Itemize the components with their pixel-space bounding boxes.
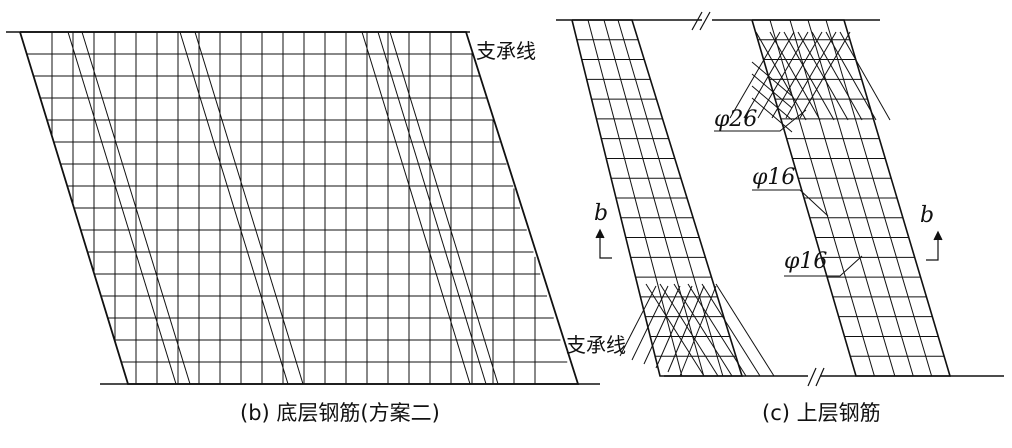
diameter-16-label-lower: φ16 [784,249,827,274]
break-mark [815,367,825,387]
rebar-skew [194,31,304,385]
rebar-skew [179,31,289,385]
rebar-diagonal [667,285,705,373]
rebar-diagonal [799,31,851,119]
rebar-diagonal [755,31,807,121]
rebar-skew [825,19,933,377]
rebar-diagonal [673,283,733,377]
rebar-skew [807,19,914,377]
diameter-26-label: φ26 [714,107,757,132]
caption-right: (c) 上层钢筋 [762,401,881,425]
arrowhead-left [595,228,605,239]
rebar-diagonal [645,283,705,377]
rebar-skew [617,19,724,377]
leader-dia16-upper [752,189,829,217]
rebar-diagonal [687,283,747,377]
section-arrow-left [599,232,612,259]
leader-dia16-lower [784,255,863,277]
rebar-diagonal [769,31,821,121]
line-work [6,11,1004,387]
rebar-skew [67,31,177,385]
rebar-diagonal [757,31,809,119]
rebar-diagonal [771,31,823,119]
section-mark-left: b [594,201,608,226]
diameter-16-label-upper: φ16 [752,165,795,190]
rebar-diagonal [643,285,681,365]
rebar-diagonal [743,31,795,119]
rebar-diagonal [619,285,657,357]
section-mark-right: b [920,203,934,228]
rebar-skew [377,31,487,385]
break-mark [699,11,711,31]
rebar-diagonal [631,285,669,361]
rebar-skew [789,19,896,377]
rebar-skew [603,19,705,377]
rebar-diagonal [751,85,793,121]
rebar-diagonal [655,285,693,369]
rebar-diagonal [751,73,793,109]
section-arrow-right [926,234,939,261]
rebar-diagonal [729,31,781,119]
rebar-skew [361,31,471,385]
break-mark [807,367,817,387]
rebar-diagonal [679,285,717,377]
rebar-skew [81,31,191,385]
rebar-diagonal [811,31,863,121]
break-mark [691,11,703,31]
support-line-label-top: 支承线 [476,39,536,63]
arrowhead-right [933,230,943,241]
rebar-diagonal [825,31,877,121]
caption-left: (b) 底层钢筋(方案二) [240,401,440,425]
leader-dia26 [714,109,807,132]
rebar-diagonal [659,283,719,377]
support-line-label-bottom: 支承线 [566,333,626,357]
rebar-diagonal [701,283,761,377]
rebar-diagonal [785,31,837,119]
panel-b-outline [19,31,580,385]
rebar-diagonal [715,283,775,377]
rebar-diagonal [783,31,835,121]
rebar-diagonal [839,31,891,121]
rebar-skew [769,19,875,377]
rebar-skew [389,31,499,385]
rebar-diagonal [751,61,793,97]
rebar-diagonal [797,31,849,121]
